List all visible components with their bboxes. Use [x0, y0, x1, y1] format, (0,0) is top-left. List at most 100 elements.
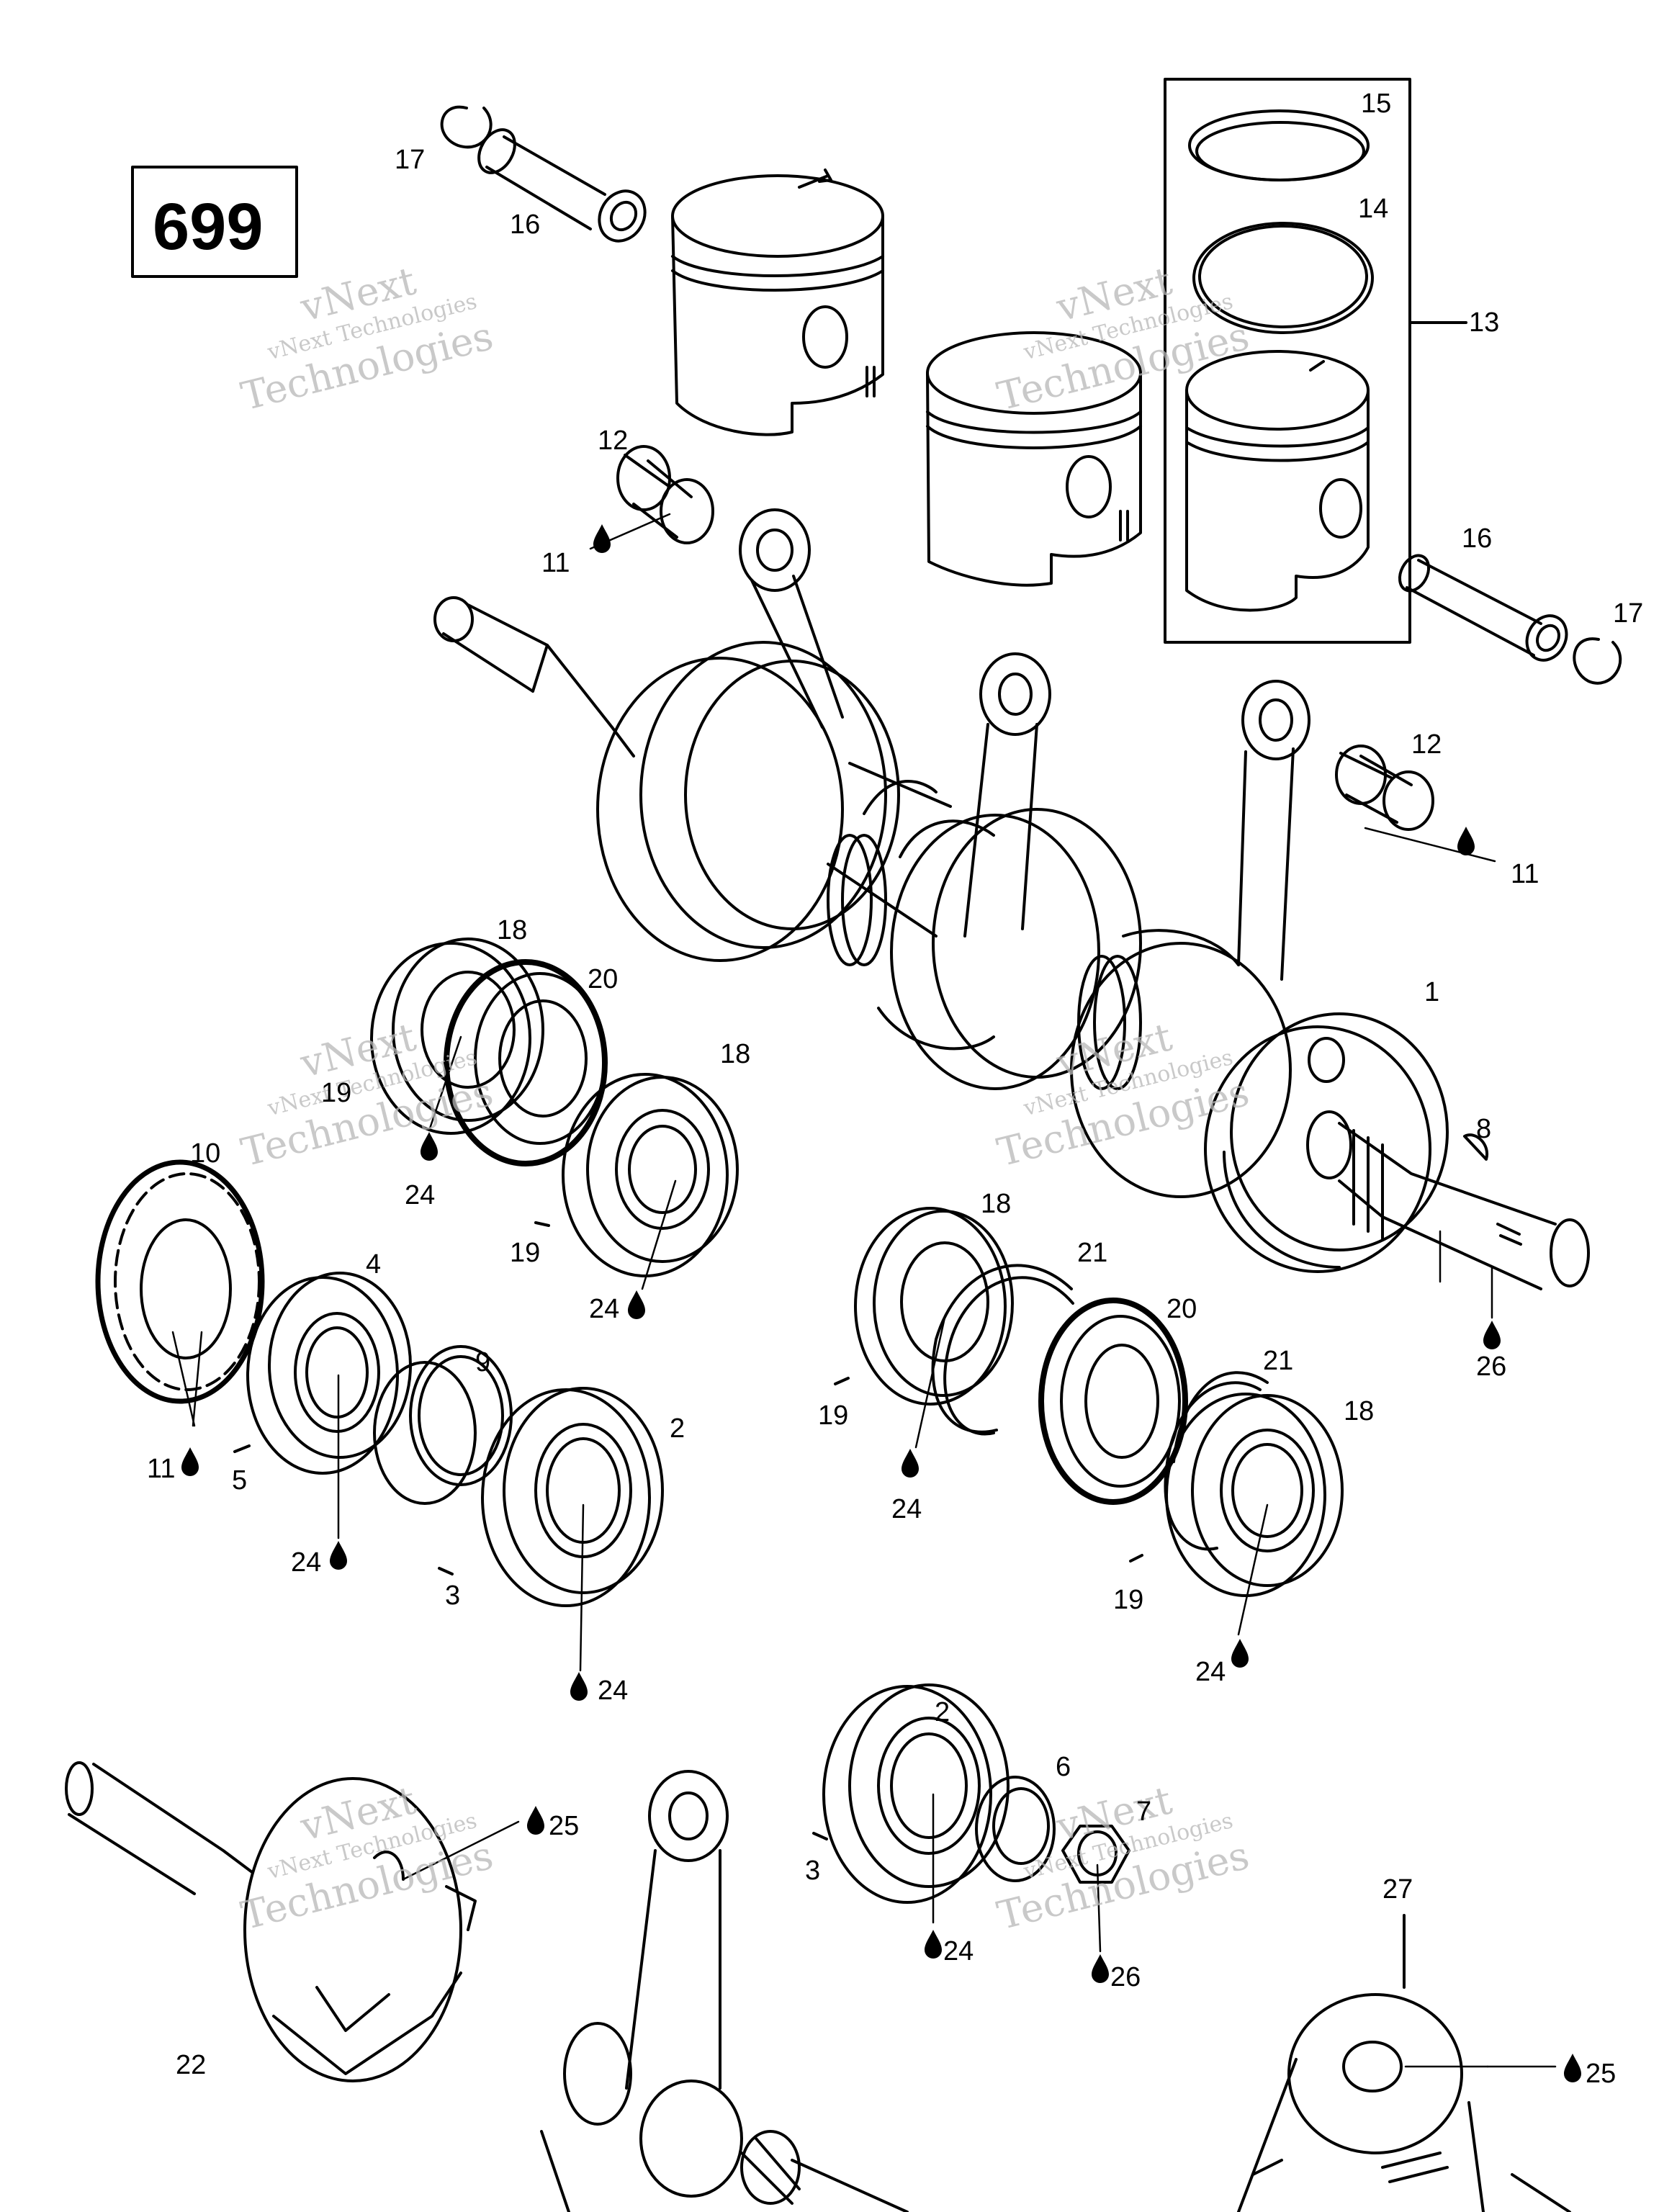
oil-drop-icon: [902, 1449, 919, 1478]
callout: 18: [497, 915, 527, 945]
bearing-part-4: [246, 1272, 412, 1475]
callout: 12: [598, 426, 628, 456]
pin-part-19c: [834, 1377, 850, 1385]
oil-drop-icon: [1231, 1639, 1249, 1668]
callout: 11: [147, 1454, 175, 1484]
seal-part-10: [95, 1159, 265, 1404]
crankshaft-half-part-27: [1237, 1914, 1571, 2212]
callout: 19: [1113, 1585, 1143, 1615]
seal-part-20a: [444, 959, 608, 1166]
callout: 19: [321, 1078, 351, 1108]
callout: 11: [1511, 859, 1539, 889]
sleeve-part-9: [373, 1345, 513, 1505]
crankshaft-half-part-22: [65, 1761, 477, 2082]
callout: 17: [1613, 598, 1643, 629]
needle-bearing-part-12a: [616, 445, 714, 544]
callout: 18: [1344, 1396, 1374, 1426]
oil-drop-icon: [1483, 1321, 1501, 1349]
callout: 26: [1110, 1962, 1141, 1992]
callout: 14: [1358, 194, 1388, 224]
callout: 2: [670, 1413, 685, 1444]
callout: 8: [1476, 1114, 1491, 1144]
oil-drop-icon: [570, 1672, 588, 1701]
callout: 18: [981, 1189, 1011, 1219]
bearing-part-18c: [854, 1207, 1014, 1406]
pin-part-19b: [534, 1221, 550, 1227]
bearing-part-18a: [370, 938, 544, 1135]
callout: 19: [818, 1401, 848, 1431]
connecting-rod-middle: [963, 652, 1051, 938]
callout: 7: [1136, 1797, 1151, 1827]
callout: 24: [943, 1936, 974, 1966]
callout: 16: [510, 210, 540, 240]
callout: 1: [1424, 977, 1439, 1007]
callout: 24: [589, 1294, 619, 1324]
callout: 21: [1077, 1238, 1107, 1268]
piston-ring-part-14: [1192, 222, 1374, 334]
circlip-part-17b: [1573, 637, 1622, 685]
wrist-pin-part-16: [477, 128, 647, 243]
callout: 19: [510, 1238, 540, 1268]
bearing-part-2a: [481, 1387, 664, 1607]
oil-drop-icon: [1564, 2054, 1581, 2082]
callout: 26: [1476, 1352, 1506, 1382]
oil-drop-icon: [527, 1806, 544, 1835]
circlip-part-17: [440, 105, 493, 149]
callout: 3: [805, 1856, 820, 1886]
piston-a: [671, 168, 884, 436]
piston-b: [926, 331, 1142, 587]
callout: 20: [588, 964, 618, 994]
callout: 11: [541, 548, 570, 578]
callout: 24: [291, 1547, 321, 1578]
callout: 24: [1195, 1657, 1226, 1687]
callout: 6: [1056, 1752, 1071, 1782]
bearing-part-18d: [1165, 1393, 1344, 1597]
bearing-part-2b: [822, 1683, 1010, 1904]
callout: 9: [475, 1347, 490, 1377]
oil-drop-icon: [925, 1930, 942, 1959]
callout: 10: [190, 1138, 220, 1169]
callout: 18: [720, 1039, 750, 1069]
callout: 24: [891, 1494, 922, 1524]
callout: 15: [1361, 89, 1391, 119]
oil-drop-icon: [628, 1290, 645, 1319]
callout: 13: [1469, 307, 1499, 338]
washer-part-6: [975, 1776, 1056, 1882]
needle-bearing-part-12b: [1335, 745, 1434, 831]
leader-lines: [171, 513, 1557, 2068]
circlip-part-21b: [1164, 1371, 1269, 1551]
callout: 21: [1263, 1346, 1293, 1376]
callout: 2: [935, 1697, 950, 1727]
callout: 24: [598, 1676, 628, 1706]
callout: 27: [1382, 1874, 1413, 1905]
diagram-number: 699: [153, 190, 264, 264]
callout: 24: [405, 1180, 435, 1210]
pin-part-19d: [1129, 1554, 1143, 1563]
callout: 20: [1166, 1294, 1197, 1324]
callout: 17: [395, 145, 425, 175]
pin-part-3a: [438, 1567, 454, 1575]
piston-c: [1185, 350, 1370, 612]
oil-drop-icons: [181, 524, 1581, 2082]
pin-part-5: [233, 1444, 251, 1453]
callout: 16: [1462, 523, 1492, 554]
callout: 25: [1586, 2059, 1616, 2089]
oil-drop-icon: [1457, 827, 1475, 855]
bearing-part-18b: [562, 1073, 739, 1277]
woodruff-key-part-8: [1463, 1133, 1489, 1161]
callout: 22: [176, 2050, 206, 2080]
callout: 4: [366, 1249, 381, 1280]
wrist-pin-part-16b: [1398, 554, 1568, 662]
diagram-number-box: [131, 166, 298, 278]
callout: 12: [1411, 729, 1442, 760]
watermarks: vNext vNext Technologies Technologies vN…: [237, 258, 1254, 1938]
connecting-rod-left: [739, 508, 844, 729]
callout: 3: [445, 1581, 460, 1611]
oil-drop-icon: [330, 1541, 347, 1570]
seal-part-20b: [1038, 1298, 1188, 1505]
piston-ring-part-15: [1188, 109, 1370, 181]
oil-drop-icon: [181, 1447, 199, 1476]
callout: 25: [549, 1811, 579, 1841]
oil-drop-icon: [421, 1132, 438, 1161]
